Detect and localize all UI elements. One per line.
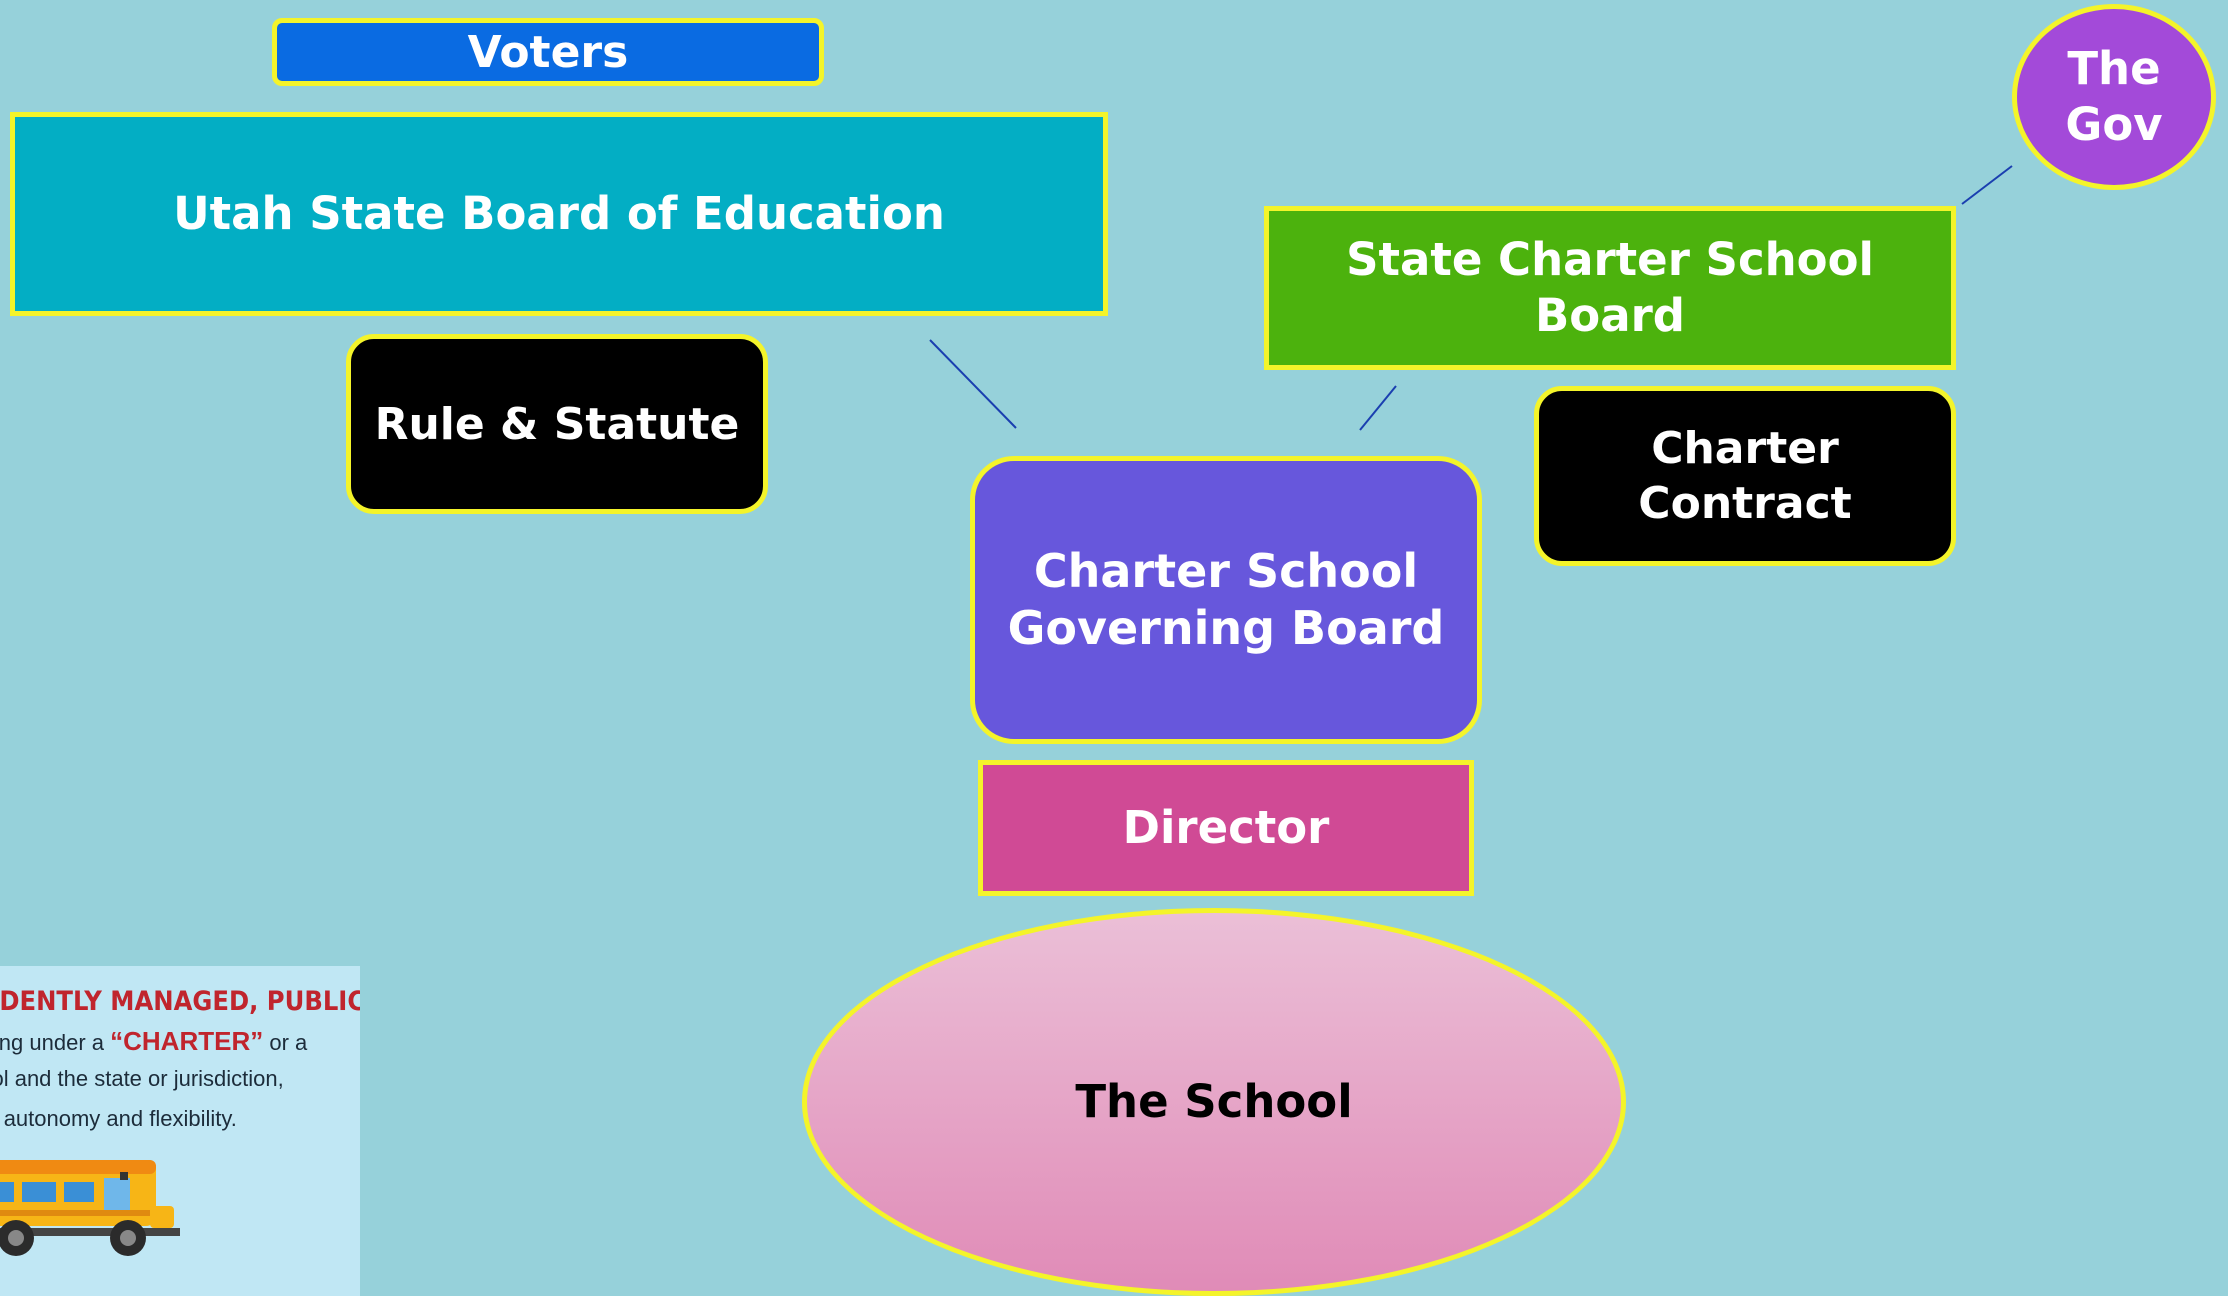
charter-info-card: EPENDENTLY MANAGED, PUBLICLY erating und… xyxy=(0,966,360,1296)
school-bus-icon xyxy=(0,1160,180,1256)
node-rule-and-statute: Rule & Statute xyxy=(346,334,768,514)
info-card-line-2: chool and the state or jurisdiction, xyxy=(0,1066,284,1091)
connector-charter-board-to-governing-board xyxy=(1359,385,1397,431)
info-card-line-1: erating under a “CHARTER” or a xyxy=(0,1026,307,1057)
node-director: Director xyxy=(978,760,1474,896)
node-rule-label: Rule & Statute xyxy=(374,398,740,450)
connector-gov-to-charter-board xyxy=(1961,165,2013,205)
info-line-1-post: or a xyxy=(263,1030,308,1055)
node-utah-state-board-of-education: Utah State Board of Education xyxy=(10,112,1108,316)
node-usbe-label: Utah State Board of Education xyxy=(173,186,945,240)
node-voters-label: Voters xyxy=(467,26,629,78)
node-charter-contract: Charter Contract xyxy=(1534,386,1956,566)
info-line-1-pre: erating under a xyxy=(0,1030,104,1055)
info-charter-word: “CHARTER” xyxy=(110,1026,264,1056)
node-state-charter-school-board: State Charter School Board xyxy=(1264,206,1956,370)
info-card-line-3: cant autonomy and flexibility. xyxy=(0,1106,237,1131)
node-scsb-label: State Charter School Board xyxy=(1346,232,1874,342)
node-governing-board-label: Charter School Governing Board xyxy=(1007,543,1445,656)
node-the-school: The School xyxy=(802,908,1626,1296)
node-the-gov: The Gov xyxy=(2012,4,2216,190)
info-card-title: EPENDENTLY MANAGED, PUBLICLY xyxy=(0,986,360,1017)
node-school-label: The School xyxy=(1075,1074,1353,1128)
node-voters: Voters xyxy=(272,18,824,86)
node-charter-school-governing-board: Charter School Governing Board xyxy=(970,456,1482,744)
connector-usbe-to-governing-board xyxy=(929,339,1017,429)
node-contract-label: Charter Contract xyxy=(1638,423,1852,529)
node-director-label: Director xyxy=(1122,800,1330,854)
node-gov-label: The Gov xyxy=(2065,41,2163,151)
